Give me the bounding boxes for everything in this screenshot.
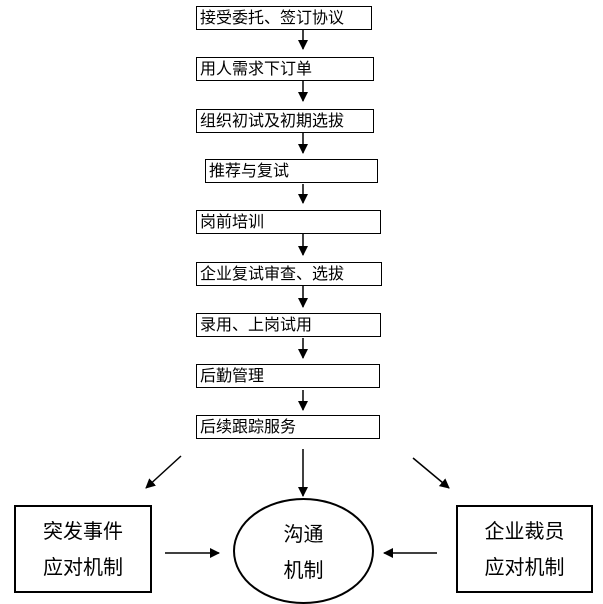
step-follow-up-service: 后续跟踪服务 (196, 415, 380, 439)
step-place-order: 用人需求下订单 (196, 57, 374, 81)
emergency-line2: 应对机制 (43, 555, 123, 579)
step-logistics-management: 后勤管理 (196, 364, 380, 388)
communication-line1: 沟通 (283, 522, 324, 546)
layoff-response-box: 企业裁员 应对机制 (456, 505, 593, 593)
step-recommend-retest: 推荐与复试 (205, 159, 378, 183)
layoff-line1: 企业裁员 (484, 519, 565, 543)
emergency-response-box: 突发事件 应对机制 (14, 505, 152, 593)
step-enterprise-review: 企业复试审查、选拔 (196, 262, 382, 286)
layoff-line2: 应对机制 (484, 555, 565, 579)
step-hire-trial: 录用、上岗试用 (196, 313, 381, 337)
communication-line2: 机制 (283, 558, 324, 582)
step-initial-screening: 组织初试及初期选拔 (196, 109, 374, 133)
arrow-to-right-box (412, 457, 450, 489)
communication-ellipse: 沟通 机制 (233, 498, 374, 604)
arrow-to-left-box (145, 455, 182, 489)
step-sign-agreement: 接受委托、签订协议 (196, 6, 372, 30)
emergency-line1: 突发事件 (43, 519, 123, 543)
step-pre-job-training: 岗前培训 (196, 210, 381, 234)
